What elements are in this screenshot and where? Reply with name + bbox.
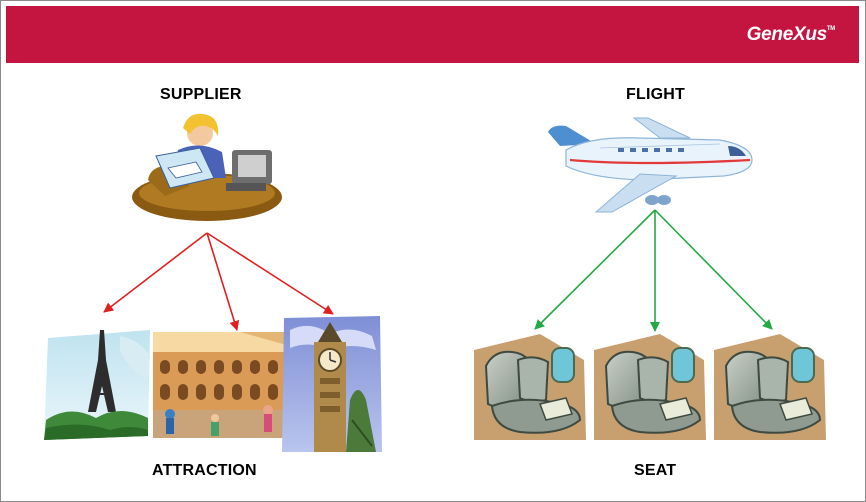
attraction-label: ATTRACTION: [152, 462, 257, 479]
person-at-desk-icon: [132, 113, 282, 221]
header-bar: GeneXusTM: [6, 6, 859, 63]
airplane-icon: [548, 117, 753, 213]
arrow-to-seat-3: [654, 209, 773, 330]
arrow-to-seat-1: [534, 209, 656, 330]
genexus-logo: GeneXusTM: [746, 24, 836, 46]
seat-label: SEAT: [634, 462, 677, 479]
colosseum-icon: [153, 332, 291, 438]
supplier-arrows: [103, 232, 334, 331]
arrow-to-eiffel: [103, 232, 208, 313]
flight-arrows: [534, 209, 773, 332]
logo-trademark: TM: [826, 26, 835, 32]
big-ben-icon: [282, 316, 382, 452]
flight-label: FLIGHT: [626, 86, 685, 103]
airplane-seat-icon: [474, 334, 586, 440]
arrow-to-colosseum: [206, 232, 240, 331]
eiffel-tower-icon: [44, 330, 150, 440]
airplane-seat-icon: [714, 334, 826, 440]
arrow-to-bigben: [206, 232, 334, 315]
logo-text: GeneXus: [746, 24, 828, 45]
airplane-seat-icon: [594, 334, 706, 440]
supplier-label: SUPPLIER: [160, 86, 242, 103]
